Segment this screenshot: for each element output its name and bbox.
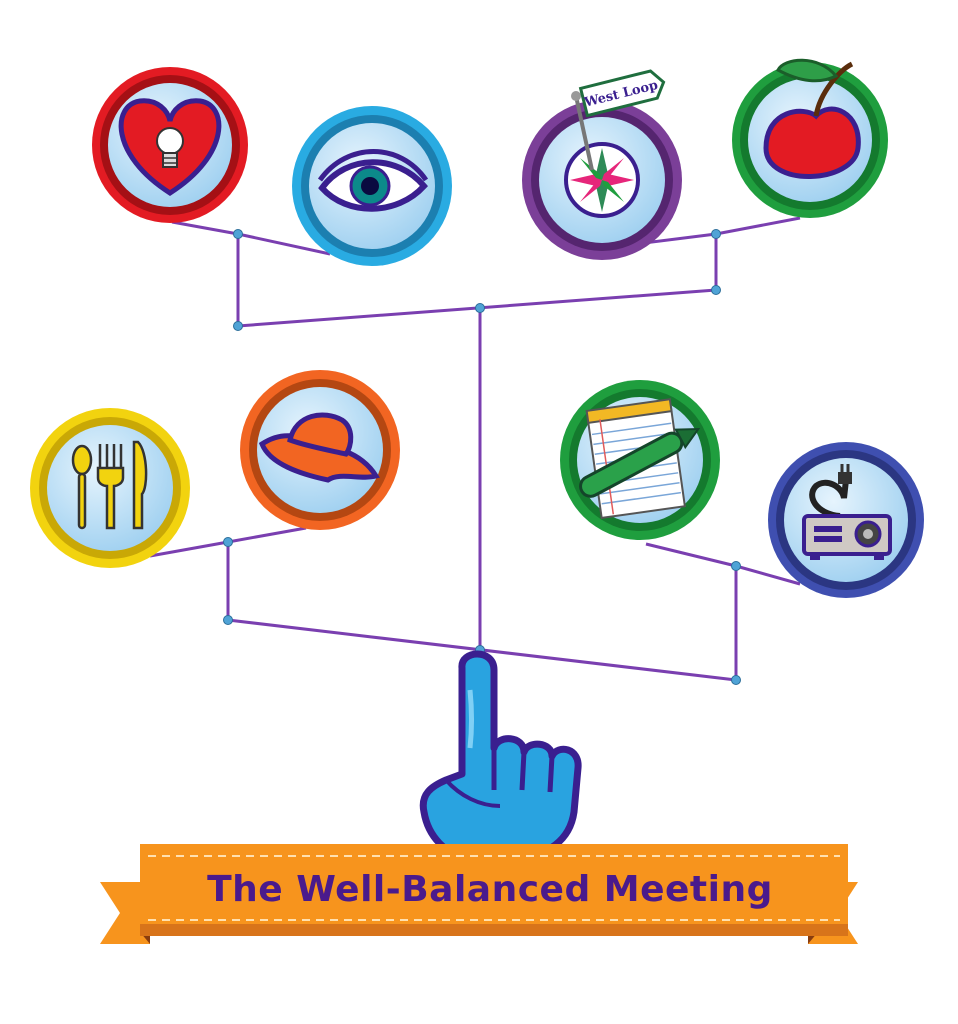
joint-node xyxy=(223,615,233,625)
joint-node xyxy=(731,561,741,571)
compass-icon xyxy=(522,91,682,260)
heart-lightbulb-icon xyxy=(92,67,248,223)
joint-node xyxy=(223,537,233,547)
cherry-icon xyxy=(732,58,888,218)
joint-node xyxy=(233,321,243,331)
title-banner xyxy=(100,844,858,944)
joint-node xyxy=(233,229,243,239)
utensils-icon xyxy=(30,408,190,568)
notepad-pen-icon xyxy=(560,380,720,540)
joint-node xyxy=(731,675,741,685)
projector-icon xyxy=(768,442,924,598)
joint-node xyxy=(711,285,721,295)
hat-icon xyxy=(240,370,400,530)
joint-node xyxy=(475,303,485,313)
joint-node xyxy=(711,229,721,239)
pointing-hand xyxy=(419,650,582,862)
eye-icon xyxy=(292,106,452,266)
